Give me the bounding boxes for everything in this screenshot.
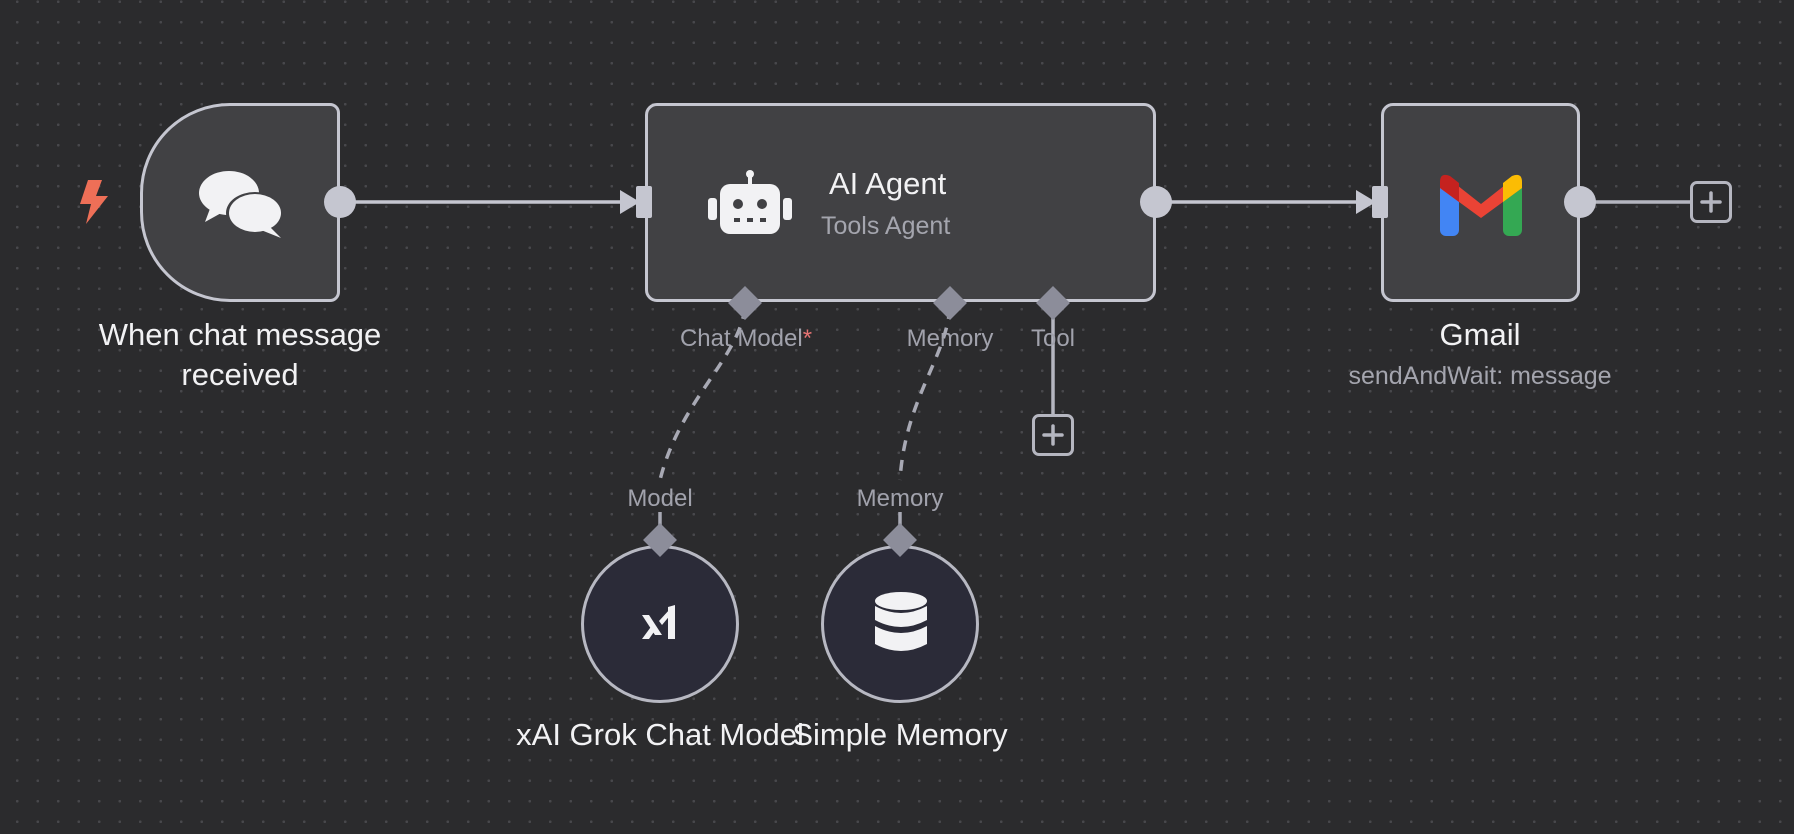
tool-handle-label: Tool — [1030, 325, 1076, 352]
database-icon — [875, 592, 927, 651]
memory-input-label: Memory — [856, 485, 944, 512]
gmail-title: Gmail — [1439, 317, 1521, 352]
arrowhead-agent-input — [620, 190, 640, 214]
chat-trigger-label: When chat message received — [98, 317, 382, 392]
ai-agent-subtitle: Tools Agent — [821, 212, 951, 240]
add-tool-button[interactable] — [1032, 414, 1074, 456]
gmail-node[interactable] — [1381, 103, 1580, 302]
chat-bubbles-icon — [199, 171, 284, 238]
xai-logo-icon — [642, 605, 675, 639]
robot-icon — [708, 170, 792, 234]
gmail-logo-icon — [1440, 174, 1522, 236]
model-input-label: Model — [627, 485, 693, 512]
simple-memory-label: Simple Memory — [792, 717, 1008, 752]
gmail-output-handle[interactable] — [1564, 186, 1596, 218]
chat-model-handle-label: Chat Model* — [679, 325, 813, 352]
ai-agent-node[interactable]: AI Agent Tools Agent — [645, 103, 1156, 302]
plus-icon — [1042, 424, 1064, 446]
trigger-output-handle[interactable] — [324, 186, 356, 218]
required-marker: * — [802, 325, 813, 352]
chat-trigger-node[interactable] — [140, 103, 340, 302]
add-node-button[interactable] — [1690, 181, 1732, 223]
ai-agent-title: AI Agent — [829, 166, 947, 201]
xai-model-label: xAI Grok Chat Model — [516, 717, 804, 752]
memory-handle-label: Memory — [906, 325, 994, 352]
plus-icon — [1700, 191, 1722, 213]
arrowhead-gmail-input — [1356, 190, 1376, 214]
agent-input-handle[interactable] — [636, 186, 652, 218]
simple-memory-node[interactable] — [821, 545, 979, 703]
connection-chat-model — [658, 307, 747, 481]
lightning-bolt-icon — [80, 180, 108, 224]
xai-model-node[interactable] — [581, 545, 739, 703]
gmail-subtitle: sendAndWait: message — [1348, 362, 1612, 390]
agent-output-handle[interactable] — [1140, 186, 1172, 218]
gmail-input-handle[interactable] — [1372, 186, 1388, 218]
